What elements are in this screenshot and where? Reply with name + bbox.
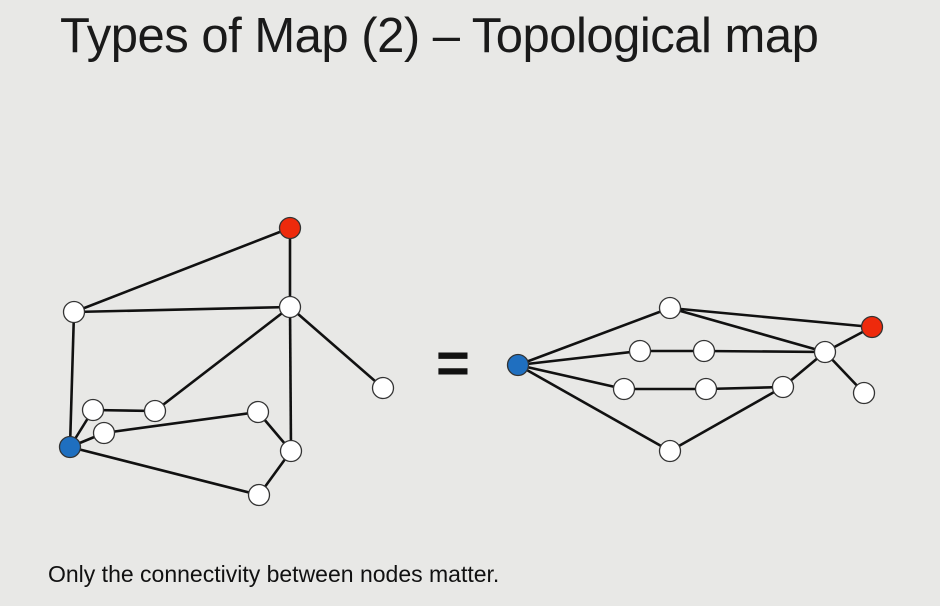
graph-node (246, 400, 270, 424)
goal-node (278, 216, 302, 240)
edge-m2-r (703, 349, 826, 354)
edge-a-b (73, 305, 291, 314)
graph-node (371, 376, 395, 400)
edge-start-l1 (517, 363, 625, 391)
edge-goal-a (73, 226, 291, 314)
slide-caption: Only the connectivity between nodes matt… (48, 561, 500, 587)
edge-t-goal (669, 306, 873, 329)
graph-node (81, 398, 105, 422)
edge-b-c (289, 306, 384, 389)
goal-node (860, 315, 884, 339)
edge-f-g (103, 410, 259, 435)
edge-bot-q (669, 385, 784, 453)
start-node (506, 353, 530, 377)
metric-layout-graph (58, 216, 395, 507)
edge-start-bot (517, 363, 671, 453)
equals-sign: = (436, 331, 470, 396)
edge-start-i (69, 445, 260, 497)
graph-node (628, 339, 652, 363)
graph-node (247, 483, 271, 507)
graph-node (813, 340, 837, 364)
edge-a-start (68, 311, 76, 448)
graph-node (658, 296, 682, 320)
graph-node (692, 339, 716, 363)
graph-node (612, 377, 636, 401)
graph-node (278, 295, 302, 319)
graph-node (771, 375, 795, 399)
edge-l2-q (705, 385, 784, 391)
edge-b-h (288, 306, 293, 452)
slide-title: Types of Map (2) – Topological map (60, 9, 819, 63)
graph-node (279, 439, 303, 463)
edge-start-t (517, 306, 671, 367)
edge-t-r (669, 306, 826, 354)
graph-node (62, 300, 86, 324)
graph-node (92, 421, 116, 445)
edge-start-m1 (517, 349, 641, 367)
graph-node (852, 381, 876, 405)
topological-layout-graph (506, 296, 884, 463)
graph-node (143, 399, 167, 423)
start-node (58, 435, 82, 459)
graph-node (658, 439, 682, 463)
edge-b-e (154, 305, 291, 413)
graph-node (694, 377, 718, 401)
